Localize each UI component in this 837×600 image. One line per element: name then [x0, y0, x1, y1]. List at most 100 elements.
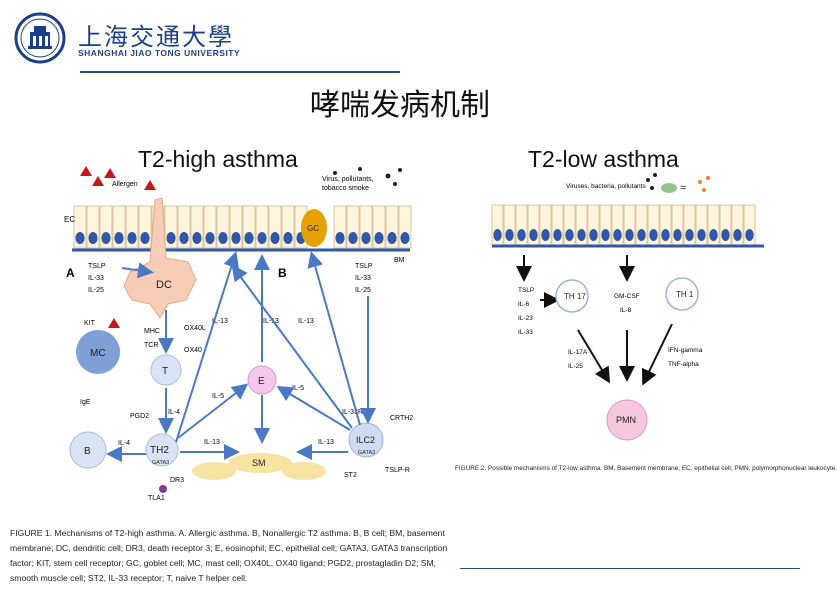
cell-nucleus: [493, 229, 502, 241]
cell-nucleus: [192, 232, 202, 244]
smooth-muscle-3: [282, 462, 326, 480]
cell-nucleus: [361, 232, 371, 244]
cell-nucleus: [721, 229, 730, 241]
cell-nucleus: [101, 232, 111, 244]
gc-label: GC: [307, 224, 319, 233]
ige-label: IgE: [80, 399, 91, 406]
mc-label: MC: [90, 348, 106, 359]
t2-low-diagram: Viruses, bacteria, pollutants ≈ TSLP IL-…: [491, 173, 764, 441]
th17-cell: [555, 279, 589, 313]
il13-c-label: IL-13: [298, 318, 314, 325]
smooth-muscle-1: [192, 462, 236, 480]
crth2-label: CRTH2: [390, 415, 413, 422]
ifn-label: IFN-gamma: [668, 347, 703, 354]
cell-nucleus: [685, 229, 694, 241]
cell-nucleus: [270, 232, 280, 244]
cell-nucleus: [205, 232, 215, 244]
pmn-label: PMN: [616, 415, 636, 425]
university-name-en: SHANGHAI JIAO TONG UNIVERSITY: [78, 48, 241, 58]
svg-text:≈: ≈: [680, 182, 686, 194]
cell-nucleus: [709, 229, 718, 241]
cell-nucleus: [505, 229, 514, 241]
t2-low-arrows: [516, 255, 673, 386]
il5-b-label: IL-5: [292, 385, 304, 392]
il25-label: IL-25: [568, 363, 583, 370]
mast-cell: [76, 330, 120, 374]
gata3-b-label: GATA3: [358, 450, 375, 456]
cell-nucleus: [613, 229, 622, 241]
il8-label: IL-8: [620, 307, 632, 314]
sm-label: SM: [252, 458, 266, 468]
allergen-icon: [80, 166, 156, 190]
tslp-b-1: TSLP: [355, 263, 373, 270]
cell-nucleus: [387, 232, 397, 244]
cell-nucleus: [218, 232, 228, 244]
cell-nucleus: [257, 232, 267, 244]
ox40-label: OX40: [184, 347, 202, 354]
cell-nucleus: [625, 229, 634, 241]
figure-1-caption: FIGURE 1. Mechanisms of T2-high asthma. …: [10, 528, 448, 583]
panel-a-label: A: [66, 266, 75, 280]
t2-low-tslp-1: TSLP: [518, 287, 534, 294]
cell-nucleus: [400, 232, 410, 244]
il4-a-label: IL-4: [118, 440, 130, 447]
cell-nucleus: [601, 229, 610, 241]
t2-high-diagram: Allergen Virus, pollutants, tobacco smok…: [64, 166, 413, 502]
th2-label: TH2: [150, 445, 169, 456]
tslp-b-3: IL-25: [355, 287, 371, 294]
gata3-label: GATA3: [152, 460, 169, 466]
cell-nucleus: [661, 229, 670, 241]
t-cell: [150, 354, 182, 386]
cell-nucleus: [283, 232, 293, 244]
il33r-label: IL-33R: [342, 409, 363, 416]
t2-low-tslp-4: IL-33: [518, 329, 533, 336]
th1-label: TH 1: [676, 290, 694, 299]
cell-nucleus: [348, 232, 358, 244]
cell-nucleus: [649, 229, 658, 241]
kit-label: KIT: [84, 320, 96, 327]
tslp-a-1: TSLP: [88, 263, 106, 270]
e-label: E: [258, 376, 265, 387]
t2-low-tslp-3: IL-23: [518, 315, 533, 322]
t2-low-title: T2-low asthma: [528, 146, 679, 172]
ec-label: EC: [64, 215, 75, 224]
st2-label: ST2: [344, 472, 357, 479]
th2-cell: [145, 433, 179, 467]
cell-nucleus: [231, 232, 241, 244]
virus-label-line1: Virus, pollutants,: [322, 176, 374, 183]
t2-high-title: T2-high asthma: [138, 146, 298, 172]
pgd2-label: PGD2: [130, 413, 149, 420]
ox40l-label: OX40L: [184, 325, 206, 332]
figure-2-caption: FIGURE 2. Possible mechanisms of T2-low …: [455, 465, 837, 472]
th1-cell: [665, 277, 699, 311]
cell-nucleus: [244, 232, 254, 244]
goblet-cell: [301, 209, 327, 247]
header-divider: [80, 71, 400, 73]
virus-label-line2: tobacco smoke: [322, 185, 369, 192]
university-name-cn: 上海交通大學: [78, 23, 234, 51]
cell-nucleus: [637, 229, 646, 241]
cell-nucleus: [529, 229, 538, 241]
tla1-label: TLA1: [148, 495, 165, 502]
cell-nucleus: [517, 229, 526, 241]
il5-a-label: IL-5: [212, 393, 224, 400]
il13-e-label: IL-13: [318, 439, 334, 446]
slide-title: 哮喘发病机制: [310, 88, 490, 123]
virus-particles-icon: [333, 167, 402, 186]
eosinophil: [247, 365, 277, 395]
cell-nucleus: [541, 229, 550, 241]
t2-low-pathogens-icon: ≈: [646, 173, 710, 194]
panel-b-label: B: [278, 266, 287, 280]
smooth-muscle-2: [228, 453, 292, 473]
tslp-b-2: IL-33: [355, 275, 371, 282]
pmn-cell: [606, 399, 648, 441]
tcr-label: TCR: [144, 342, 158, 349]
il13-b-label: IL-13: [263, 318, 279, 325]
dr3-label: DR3: [170, 477, 184, 484]
epithelium-cells: [73, 205, 412, 249]
cell-nucleus: [114, 232, 124, 244]
tslpr-label: TSLP-R: [385, 467, 410, 474]
il13-a-label: IL-13: [212, 318, 228, 325]
cell-nucleus: [589, 229, 598, 241]
cell-nucleus: [140, 232, 150, 244]
